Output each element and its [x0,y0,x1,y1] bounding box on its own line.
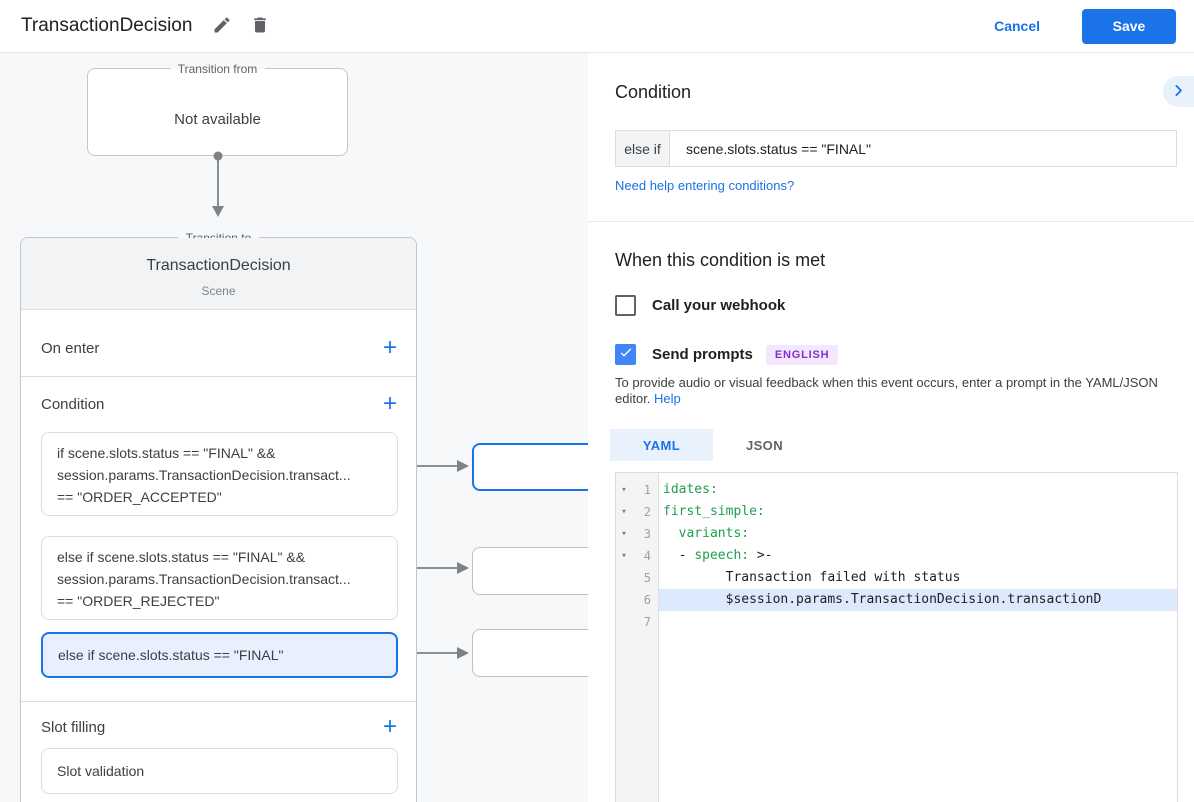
edit-scene-button[interactable] [206,10,238,42]
page-title: TransactionDecision [21,15,193,36]
transition-target-box-1[interactable] [472,443,588,491]
fold-arrow-icon[interactable]: ▾ [621,507,627,517]
code-segment: $session.params.TransactionDecision.tran… [663,592,1102,607]
gutter-row: ▾2 [616,501,658,523]
send-prompts-checkbox[interactable] [615,344,636,365]
prompt-description-text: To provide audio or visual feedback when… [615,375,1158,406]
code-segment: idates: [663,482,718,497]
line-number: 3 [643,527,651,541]
condition-value-input[interactable]: scene.slots.status == "FINAL" [686,140,872,157]
code-segment: first_simple: [663,504,765,519]
editor-code[interactable]: idates: first_simple: variants: - speech:… [659,473,1177,802]
fold-arrow-icon[interactable]: ▾ [621,551,627,561]
code-line[interactable]: variants: [659,523,1177,545]
condition-met-title: When this condition is met [615,250,826,270]
gutter-row: 6 [616,589,658,611]
fold-arrow-icon[interactable]: ▾ [621,529,627,539]
language-badge: ENGLISH [765,344,839,365]
add-slot-button[interactable]: + [376,713,404,741]
code-line[interactable]: Transaction failed with status [659,567,1177,589]
code-line[interactable]: - speech: >- [659,545,1177,567]
send-prompts-row: Send prompts ENGLISH [615,344,839,365]
scene-name: TransactionDecision [146,257,291,274]
panel-divider [588,221,1194,222]
code-segment: speech: [694,548,750,563]
check-icon [618,344,634,365]
gutter-row: ▾1 [616,479,658,501]
delete-scene-button[interactable] [244,10,276,42]
line-number: 4 [643,549,651,563]
transition-target-box-2[interactable] [472,547,588,595]
help-link[interactable]: Help [654,391,681,406]
code-segment: - [663,548,695,563]
save-button[interactable]: Save [1082,8,1176,44]
code-segment: >- [749,548,773,563]
scene-type-label: Scene [201,284,236,298]
section-divider [21,701,416,702]
collapse-panel-button[interactable] [1163,76,1194,107]
add-on-enter-button[interactable]: + [376,334,404,362]
slot-filling-label: Slot filling [41,719,106,736]
gutter-row: 5 [616,567,658,589]
tab-yaml[interactable]: YAML [610,429,713,461]
prompt-description: To provide audio or visual feedback when… [615,375,1167,407]
panel-title: Condition [615,82,692,102]
line-number: 7 [643,615,651,629]
fold-arrow-icon[interactable]: ▾ [621,485,627,495]
gutter-row: ▾3 [616,523,658,545]
code-segment: variants: [663,526,750,541]
line-number: 6 [643,593,651,607]
pencil-icon [212,15,232,38]
chevron-right-icon [1170,82,1187,102]
code-segment: Transaction failed with status [663,570,961,585]
transition-from-value: Not available [174,111,261,128]
section-divider [21,376,416,377]
line-number: 1 [643,483,651,497]
transition-from-legend: Transition from [169,61,266,77]
slot-validation-card[interactable]: Slot validation [41,748,398,794]
transition-from-box[interactable]: Transition from Not available [87,61,348,156]
scene-card-header: TransactionDecision Scene [21,238,416,310]
add-condition-button[interactable]: + [376,390,404,418]
condition-prefix: else if [616,131,670,166]
code-line[interactable]: idates: [659,479,1177,501]
line-number: 2 [643,505,651,519]
trash-icon [250,15,270,38]
code-line[interactable]: first_simple: [659,501,1177,523]
editor-tabs: YAML JSON [610,429,816,461]
transition-target-box-3[interactable] [472,629,588,677]
on-enter-label: On enter [41,340,100,357]
webhook-checkbox[interactable] [615,295,636,316]
condition-help-link[interactable]: Need help entering conditions? [615,178,795,193]
tab-json[interactable]: JSON [713,429,816,461]
gutter-row: 7 [616,611,658,633]
top-bar: TransactionDecision Cancel Save [0,0,1194,53]
code-line[interactable]: $session.params.TransactionDecision.tran… [659,589,1177,611]
line-number: 5 [643,571,651,585]
condition-section-label: Condition [41,396,105,413]
cancel-button[interactable]: Cancel [994,18,1040,34]
condition-card-final[interactable]: else if scene.slots.status == "FINAL" [41,632,398,678]
webhook-label: Call your webhook [652,297,786,314]
scene-card: Transition to TransactionDecision Scene … [20,230,417,802]
condition-detail-panel: Condition else if scene.slots.status == … [588,53,1194,802]
send-prompts-label: Send prompts [652,346,753,363]
code-line[interactable] [659,611,1177,633]
condition-card-accepted[interactable]: if scene.slots.status == "FINAL" && sess… [41,432,398,516]
condition-card-rejected[interactable]: else if scene.slots.status == "FINAL" &&… [41,536,398,620]
webhook-row: Call your webhook [615,295,785,316]
condition-input-group: else if scene.slots.status == "FINAL" [615,130,1177,167]
flow-diagram: Transition from Not available Transition… [0,53,588,802]
gutter-row: ▾4 [616,545,658,567]
